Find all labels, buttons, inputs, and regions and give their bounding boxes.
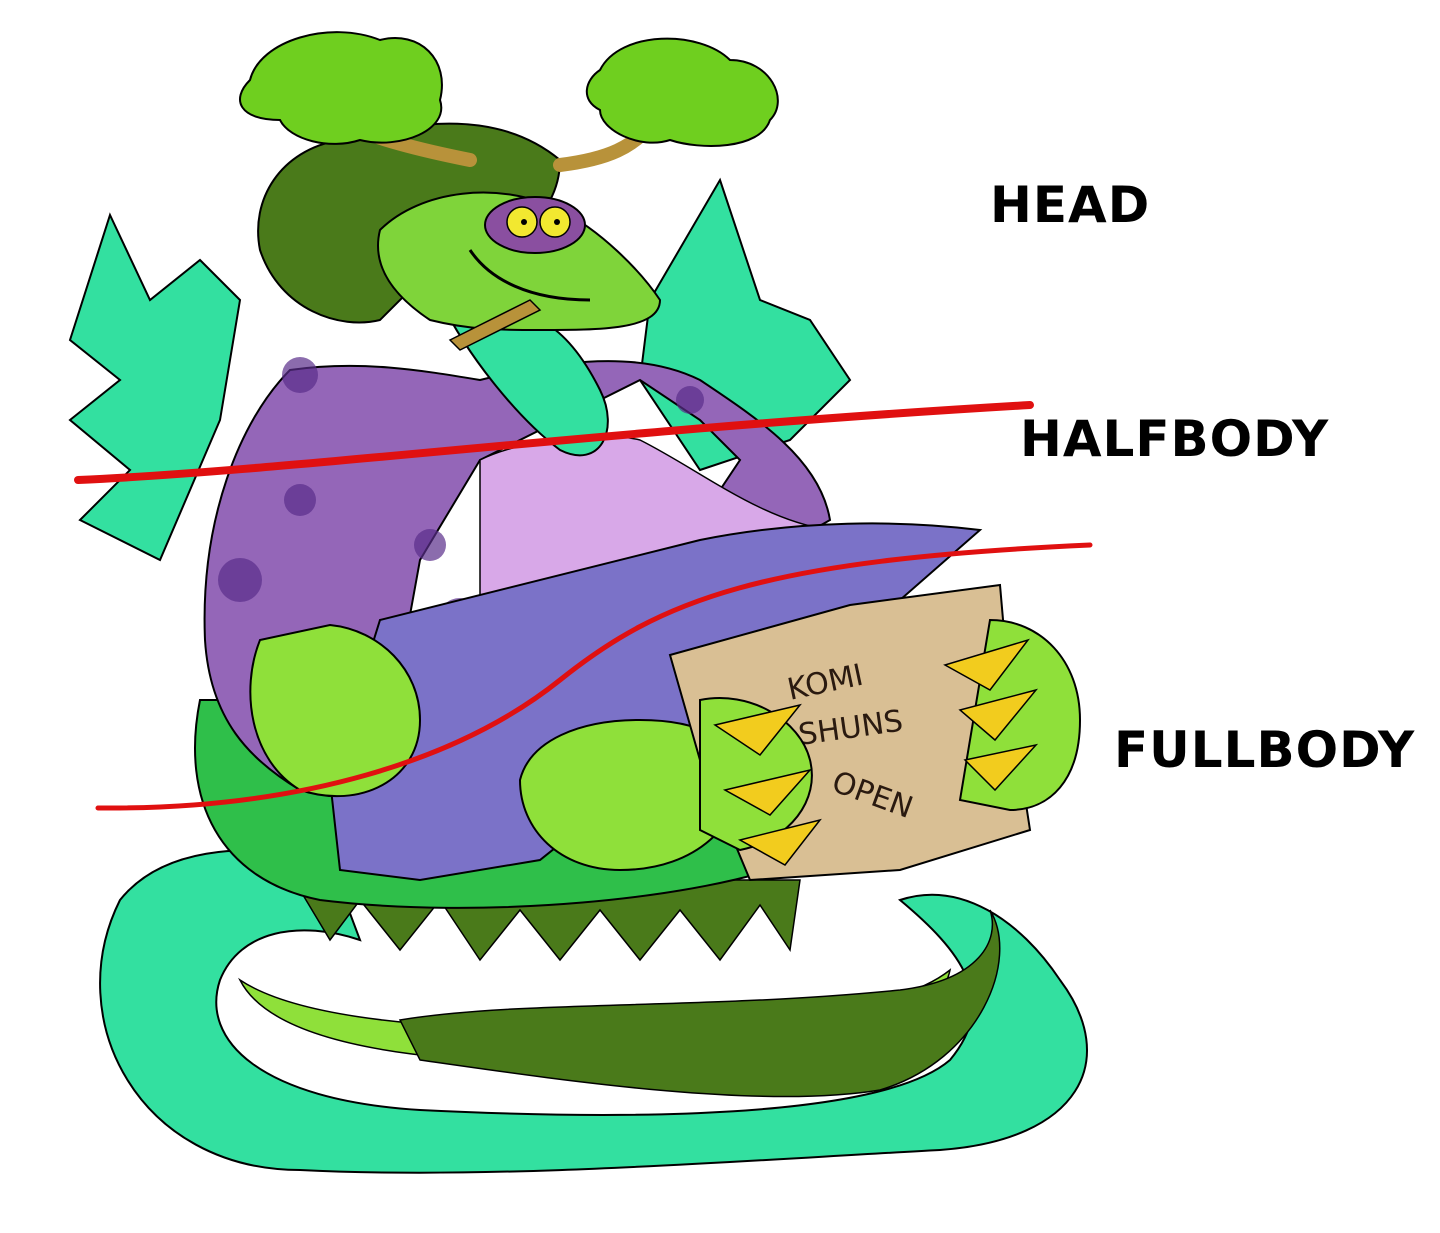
left-arm — [249, 623, 422, 798]
claw — [963, 743, 1039, 792]
tail-mane — [398, 909, 1001, 1098]
tree-right — [585, 37, 779, 147]
claw — [713, 703, 802, 757]
claw — [958, 688, 1039, 742]
halfbody-divider-line — [74, 401, 1034, 484]
claw — [737, 818, 822, 866]
shirt-spot — [414, 529, 446, 561]
shirt-spot — [282, 357, 318, 393]
fullbody-divider-line — [95, 542, 1093, 811]
left-wing — [68, 212, 242, 562]
shirt-spot — [676, 386, 704, 414]
head — [377, 191, 662, 331]
grin — [468, 249, 591, 302]
claw — [722, 768, 813, 816]
right-pupil — [554, 219, 560, 225]
cigar — [448, 299, 542, 351]
head-crop-label: HEAD — [990, 176, 1151, 234]
shirt-spot — [284, 484, 316, 516]
shirt-spot — [218, 558, 262, 602]
fullbody-crop-label: FULLBODY — [1114, 721, 1416, 779]
halfbody-crop-label: HALFBODY — [1020, 410, 1330, 468]
tail-coil — [99, 849, 1088, 1174]
claw — [943, 638, 1030, 691]
left-pupil — [521, 219, 527, 225]
tree-left — [239, 31, 443, 145]
